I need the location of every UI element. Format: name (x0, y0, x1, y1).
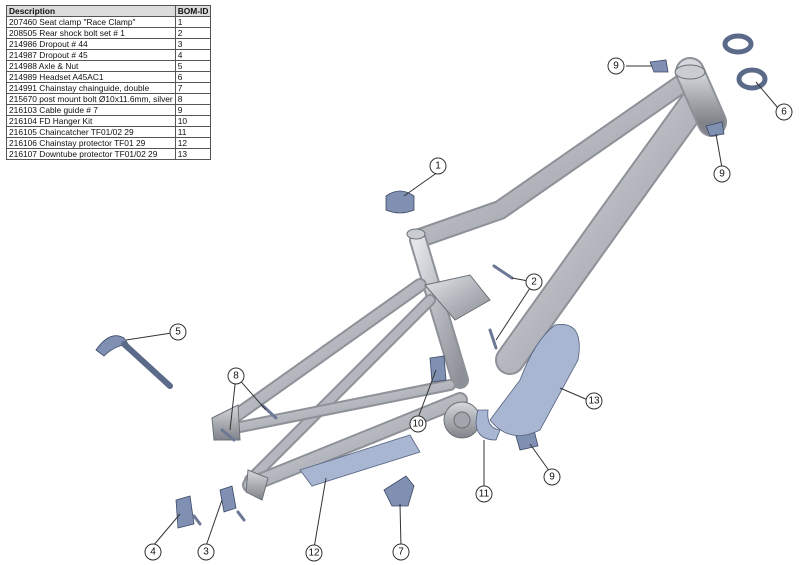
callout-3: 3 (197, 543, 215, 561)
bom-header-id: BOM-ID (174, 5, 212, 17)
svg-text:4: 4 (150, 547, 156, 558)
callout-1: 1 (429, 157, 447, 175)
svg-text:1: 1 (435, 161, 441, 172)
cable-guide-top-part (649, 59, 669, 73)
bom-row: 207460 Seat clamp "Race Clamp"1 (6, 16, 212, 28)
svg-text:2: 2 (531, 277, 537, 288)
leader-lines (125, 65, 779, 549)
chaincatcher-part (475, 409, 501, 441)
post-mount-bolt-part (220, 403, 278, 442)
callout-10: 10 (409, 415, 427, 433)
svg-text:8: 8 (233, 371, 239, 382)
svg-text:3: 3 (203, 547, 209, 558)
callout-4: 4 (144, 543, 162, 561)
bom-row: 215670 post mount bolt Ø10x11.6mm, silve… (6, 93, 212, 105)
dropout-44-part (219, 485, 246, 522)
callout-12: 12 (305, 544, 323, 562)
chainguide-part (383, 475, 415, 507)
svg-text:5: 5 (175, 327, 181, 338)
downtube-protector-part (489, 324, 580, 437)
svg-text:9: 9 (613, 61, 619, 72)
bom-desc: 216107 Downtube protector TF01/02 29 (6, 148, 176, 160)
callout-5: 5 (169, 323, 187, 341)
svg-text:7: 7 (398, 547, 404, 558)
svg-text:12: 12 (308, 548, 320, 559)
callout-13: 13 (585, 392, 603, 410)
callout-8: 8 (227, 367, 245, 385)
svg-text:13: 13 (588, 396, 600, 407)
cable-guide-right-part (705, 121, 725, 137)
callout-2: 2 (525, 273, 543, 291)
callout-9-top: 9 (607, 57, 625, 75)
callout-9-lower: 9 (543, 468, 561, 486)
chainstay-protector-part (299, 434, 421, 487)
svg-text:10: 10 (412, 419, 424, 430)
bike-frame (211, 57, 727, 501)
callout-7: 7 (392, 543, 410, 561)
callout-9-right: 9 (713, 165, 731, 183)
bom-id: 13 (174, 148, 212, 160)
rear-shock-bolt-part (488, 264, 514, 350)
svg-text:9: 9 (719, 169, 725, 180)
bom-table: Description BOM-ID 207460 Seat clamp "Ra… (6, 5, 212, 160)
dropout-45-part (175, 495, 202, 529)
svg-text:9: 9 (549, 472, 555, 483)
callout-6: 6 (775, 103, 793, 121)
seat-clamp-part (385, 190, 415, 214)
axle-part (95, 335, 173, 389)
svg-text:6: 6 (781, 107, 787, 118)
callout-11: 11 (475, 485, 493, 503)
headset-part (722, 33, 768, 91)
fd-hanger-part (429, 355, 447, 383)
svg-text:11: 11 (479, 489, 490, 500)
